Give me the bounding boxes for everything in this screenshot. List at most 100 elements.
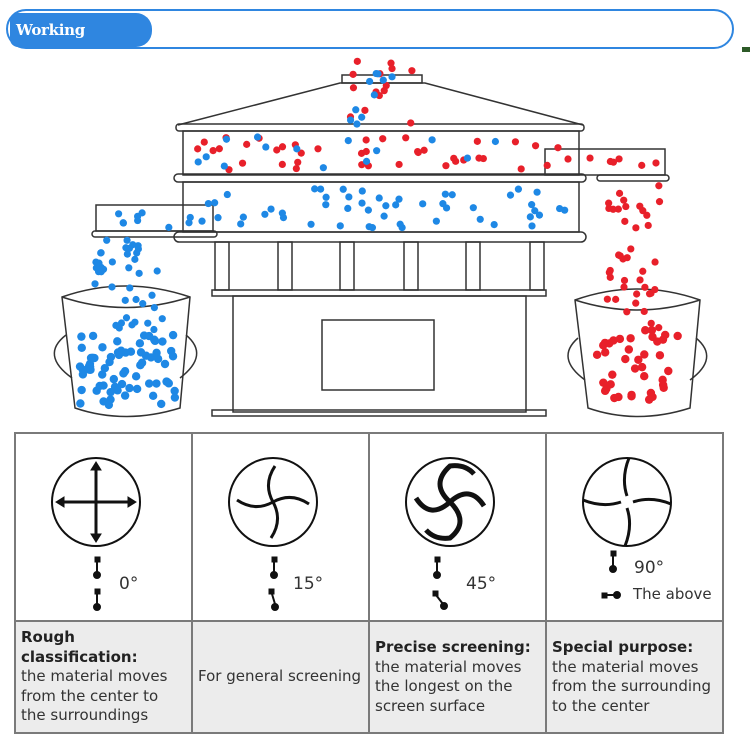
fine-particle <box>134 216 142 225</box>
screening-modes-table: 0° 15° 45° <box>14 432 724 734</box>
coarse-particle <box>605 204 613 213</box>
coarse-particle <box>652 159 660 167</box>
mode-title: Special purpose: <box>552 638 694 656</box>
mode-desc: the material moves from the surrounding … <box>552 657 712 715</box>
fine-particle <box>76 399 85 408</box>
coarse-particle <box>402 134 410 142</box>
fine-particle <box>144 331 154 341</box>
fine-particle <box>88 331 98 341</box>
coarse-particle <box>648 392 657 402</box>
coarse-particle <box>640 372 649 381</box>
coarse-particle <box>600 348 610 357</box>
fine-particle <box>353 120 361 128</box>
coarse-particle <box>661 330 670 340</box>
fine-particle <box>106 395 115 404</box>
fine-particle <box>84 365 94 374</box>
coarse-particle <box>640 307 648 316</box>
fine-particle <box>382 202 390 210</box>
coarse-particle <box>606 273 614 281</box>
fine-particle <box>120 391 130 400</box>
coarse-particle <box>626 334 635 343</box>
mode-desc: the material moves from the center to th… <box>21 667 168 725</box>
fine-particle <box>106 352 116 362</box>
fine-particle <box>98 370 107 379</box>
coarse-particle <box>362 136 370 144</box>
coarse-particle <box>380 87 388 95</box>
coarse-particle <box>640 350 649 359</box>
coarse-particle <box>379 135 387 143</box>
mode-desc-2: Precise screening:the material moves the… <box>368 620 547 734</box>
coarse-particle <box>639 267 647 275</box>
fine-particle <box>531 207 539 215</box>
fine-particle <box>358 199 366 207</box>
coarse-particle <box>442 162 450 170</box>
mode-desc-3: Special purpose:the material moves from … <box>545 620 724 734</box>
fine-particle <box>491 137 500 146</box>
fine-particle <box>125 383 134 393</box>
fine-particle <box>137 358 147 367</box>
fine-particle <box>388 73 396 81</box>
fine-particle <box>336 222 344 230</box>
fine-particle <box>194 158 202 166</box>
fine-particle <box>160 359 170 369</box>
fine-particle <box>150 325 158 334</box>
fine-particle <box>441 190 449 198</box>
mode-title: Rough classification: <box>21 628 138 666</box>
fine-particle <box>122 314 131 322</box>
coarse-particle <box>554 144 562 152</box>
coarse-particle <box>612 295 620 303</box>
fine-particle <box>121 296 129 304</box>
fine-particle <box>165 223 173 231</box>
fine-particle <box>204 199 212 208</box>
fine-particle <box>135 269 143 277</box>
mode-cell-3: 90° The above <box>545 432 724 622</box>
coarse-particle <box>615 189 624 197</box>
fine-particle <box>345 193 353 201</box>
coarse-particle <box>278 143 287 151</box>
fine-particle <box>150 303 158 312</box>
coarse-particle <box>408 67 416 75</box>
coarse-particle <box>586 154 594 162</box>
coarse-particle <box>273 146 281 154</box>
coarse-particle <box>651 285 659 294</box>
coarse-particle <box>655 182 663 190</box>
fine-particle <box>125 244 133 252</box>
fine-particle <box>97 268 105 276</box>
coarse-particle <box>615 251 623 259</box>
coarse-particle <box>638 161 646 169</box>
fine-particle <box>398 223 406 232</box>
swirl-arrows-icon <box>228 457 318 611</box>
coarse-particle <box>632 299 640 307</box>
fine-particle <box>222 135 231 143</box>
fine-particle <box>168 330 178 340</box>
coarse-particle <box>651 258 659 266</box>
coarse-particle <box>615 155 623 163</box>
coarse-particle <box>624 345 634 354</box>
fine-particle <box>131 372 141 381</box>
fine-particle <box>153 267 161 275</box>
coarse-particle <box>620 196 628 204</box>
fine-particle <box>514 185 523 193</box>
angle-label: 45° <box>466 574 497 594</box>
fine-particle <box>220 162 228 170</box>
coarse-particle <box>278 160 286 169</box>
fine-particle <box>148 391 158 401</box>
fine-particle <box>112 321 120 329</box>
fine-particle <box>526 213 534 221</box>
fine-particle <box>463 154 472 162</box>
coarse-particle <box>644 221 652 230</box>
fine-particle <box>139 300 147 308</box>
coarse-particle <box>420 146 428 154</box>
fine-particle <box>556 204 564 213</box>
fine-particle <box>358 113 366 121</box>
fine-particle <box>373 147 381 155</box>
fine-particle <box>108 283 116 291</box>
fine-particle <box>374 70 382 78</box>
fine-particle <box>439 200 447 208</box>
coarse-particle <box>634 355 643 364</box>
fine-particle <box>307 220 315 228</box>
fine-particle <box>428 136 436 144</box>
fine-particle <box>109 374 119 384</box>
fine-particle <box>344 136 352 145</box>
coarse-particle <box>388 64 396 73</box>
